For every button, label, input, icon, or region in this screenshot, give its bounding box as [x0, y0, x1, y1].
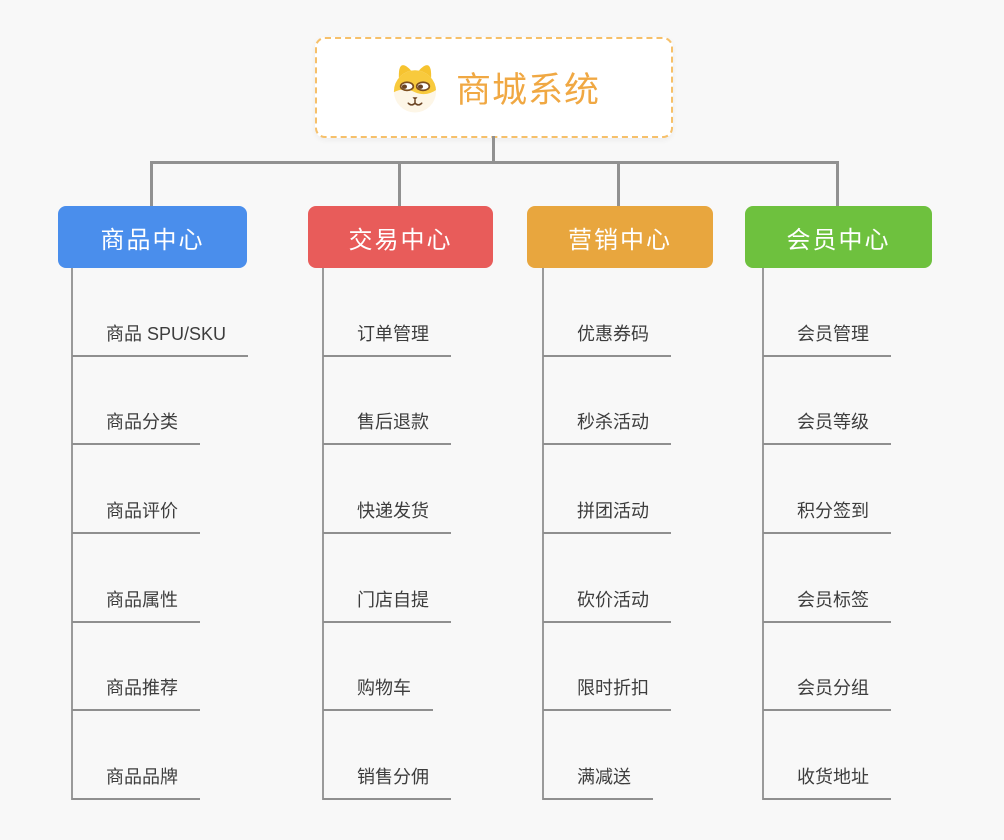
branch-children-marketing: 优惠券码秒杀活动拼团活动砍价活动限时折扣满减送	[542, 268, 824, 801]
child-node-row: 商品推荐	[72, 623, 353, 712]
child-node[interactable]: 快递发货	[323, 497, 451, 535]
child-node-row: 门店自提	[323, 534, 604, 623]
child-node[interactable]: 商品分类	[72, 408, 200, 446]
child-node-row: 会员管理	[763, 268, 1004, 357]
child-node[interactable]: 砍价活动	[543, 586, 671, 623]
branch-node-products[interactable]: 商品中心	[58, 206, 247, 268]
child-node-row: 优惠券码	[543, 268, 824, 357]
connector-drop-1	[150, 161, 153, 207]
child-node-row: 收货地址	[763, 711, 1004, 801]
child-node[interactable]: 销售分佣	[323, 763, 451, 801]
child-node-row: 商品分类	[72, 357, 353, 446]
child-node-row: 订单管理	[323, 268, 604, 357]
branch-children-products: 商品 SPU/SKU 商品分类商品评价商品属性商品推荐商品品牌	[71, 268, 353, 801]
shiba-dog-icon	[393, 64, 437, 112]
child-node-row: 砍价活动	[543, 534, 824, 623]
child-node[interactable]: 购物车	[323, 674, 433, 712]
child-node[interactable]: 优惠券码	[543, 320, 671, 357]
branch-children-members: 会员管理会员等级积分签到会员标签会员分组收货地址	[762, 268, 1004, 801]
child-node[interactable]: 会员等级	[763, 408, 891, 446]
child-node-row: 售后退款	[323, 357, 604, 446]
child-node-row: 商品品牌	[72, 711, 353, 801]
connector-root-stem	[492, 136, 495, 163]
branch-node-members[interactable]: 会员中心	[745, 206, 932, 268]
child-node-row: 商品评价	[72, 445, 353, 535]
child-node-row: 会员分组	[763, 623, 1004, 712]
child-node-row: 限时折扣	[543, 623, 824, 712]
root-title: 商城系统	[455, 71, 600, 110]
child-node-row: 会员等级	[763, 357, 1004, 446]
child-node[interactable]: 商品品牌	[72, 763, 200, 801]
child-node[interactable]: 满减送	[543, 763, 653, 801]
branch-node-trade[interactable]: 交易中心	[308, 206, 493, 268]
connector-drop-2	[398, 161, 401, 207]
child-node[interactable]: 收货地址	[763, 763, 891, 801]
child-node[interactable]: 门店自提	[323, 586, 451, 623]
child-node-row: 拼团活动	[543, 445, 824, 535]
root-node[interactable]: 商城系统	[315, 37, 673, 138]
branch-children-trade: 订单管理售后退款快递发货门店自提购物车销售分佣	[322, 268, 604, 801]
branch-node-marketing[interactable]: 营销中心	[527, 206, 713, 268]
child-node[interactable]: 商品属性	[72, 586, 200, 623]
child-node[interactable]: 会员标签	[763, 586, 891, 623]
child-node-row: 秒杀活动	[543, 357, 824, 446]
child-node[interactable]: 限时折扣	[543, 674, 671, 712]
connector-horizontal-bus	[150, 161, 839, 164]
child-node-row: 商品 SPU/SKU	[72, 268, 353, 357]
child-node[interactable]: 商品 SPU/SKU	[72, 320, 249, 357]
child-node-row: 购物车	[323, 623, 604, 712]
child-node-row: 满减送	[543, 711, 824, 801]
child-node-row: 商品属性	[72, 534, 353, 623]
child-node[interactable]: 积分签到	[763, 497, 891, 535]
child-node-row: 积分签到	[763, 445, 1004, 535]
child-node-row: 会员标签	[763, 534, 1004, 623]
child-node[interactable]: 秒杀活动	[543, 408, 671, 446]
child-node[interactable]: 会员分组	[763, 674, 891, 712]
child-node[interactable]: 订单管理	[323, 320, 451, 357]
child-node-row: 销售分佣	[323, 711, 604, 801]
connector-drop-4	[836, 161, 839, 207]
connector-drop-3	[617, 161, 620, 207]
child-node[interactable]: 商品推荐	[72, 674, 200, 712]
child-node[interactable]: 售后退款	[323, 408, 451, 446]
child-node[interactable]: 商品评价	[72, 497, 200, 535]
child-node[interactable]: 会员管理	[763, 320, 891, 357]
child-node[interactable]: 拼团活动	[543, 497, 671, 535]
child-node-row: 快递发货	[323, 445, 604, 535]
